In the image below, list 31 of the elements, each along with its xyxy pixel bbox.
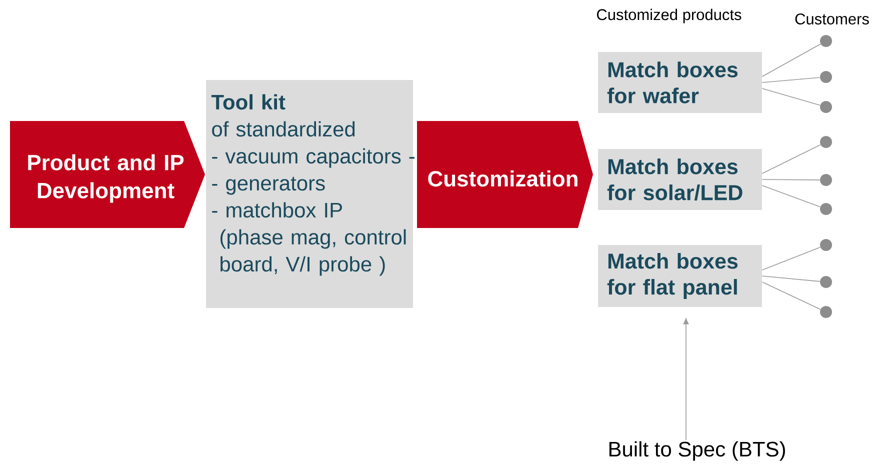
customer-dot [820,174,832,186]
note-text: Built to Spec (BTS) [609,441,785,461]
list-item: - vacuum capacitors - [212,148,414,168]
connector-line [762,77,820,83]
connector-line [762,44,821,77]
customer-dot [820,71,832,83]
connector-line [762,276,820,282]
customer-dot [820,203,832,215]
customer-dot [820,276,832,288]
customer-dot [820,239,832,251]
customer-dot [820,101,832,113]
list-item: - generators [212,176,325,195]
arrow [683,318,689,440]
column-heading: Customers [795,14,869,24]
product-box: Match boxes for solar/LED [598,149,762,210]
customer-dot [820,136,832,148]
list-item: - matchbox IP (phase mag, control board, V/I probe ) [212,202,406,276]
connector-line [762,246,821,270]
connector-line [762,144,821,174]
connector-line [762,88,820,106]
heading: Tool kit [211,94,286,110]
customer-dot [820,306,832,318]
customer-dot [820,35,832,47]
connector-line [762,179,820,180]
connector-line [762,282,821,310]
toolkit-box [206,80,414,308]
connector-line [762,185,821,208]
product-box: Match boxes for flat panel [598,245,762,307]
product-box: Match boxes for wafer [598,52,762,113]
list-item: of standardized [212,121,355,137]
column-heading: Customized products [597,8,742,24]
